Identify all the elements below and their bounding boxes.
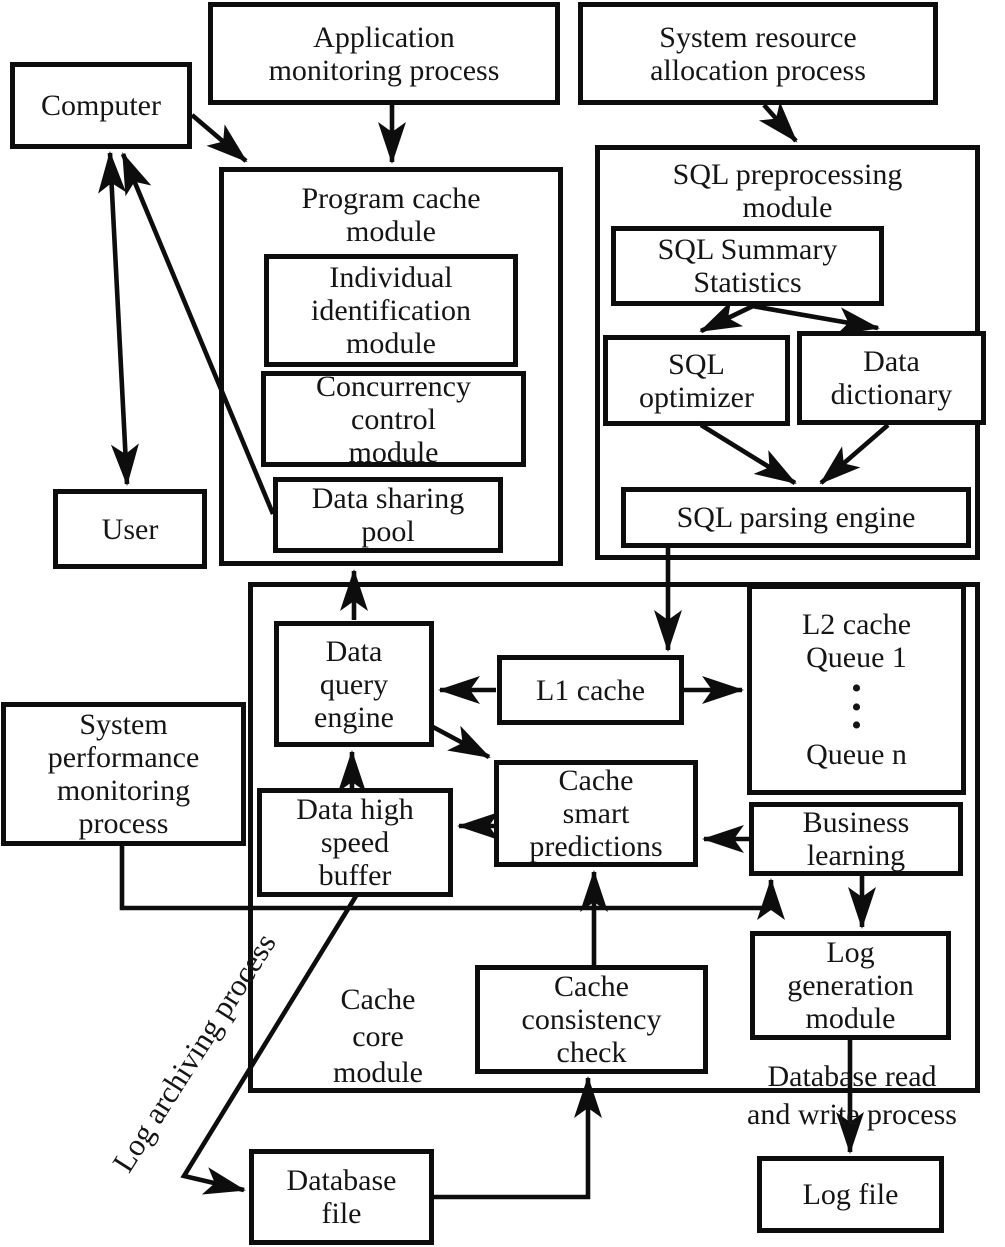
cache-core-module-label: Cache core module — [333, 983, 423, 1090]
node-l2-cache-queues: L2 cache Queue 1 • • • Queue n — [747, 584, 966, 795]
node-data-high-speed-buffer: Data high speed buffer — [257, 788, 453, 897]
node-user: User — [53, 489, 207, 569]
node-sql-optimizer: SQL optimizer — [603, 335, 790, 426]
arrow-sys-resource-to-sql-preprocessing — [758, 101, 798, 143]
arrow-database-file-to-cache-consistency — [433, 1076, 602, 1200]
arrow-computer-to-program-cache — [190, 113, 248, 163]
node-sql-summary-statistics: SQL Summary Statistics — [611, 226, 884, 306]
l2-cache-ellipsis: • • • — [851, 672, 862, 743]
node-database-file: Database file — [249, 1149, 434, 1245]
database-read-write-process-label: Database read and write process — [747, 1060, 957, 1131]
node-l1-cache: L1 cache — [497, 655, 684, 725]
node-log-generation-module: Log generation module — [750, 931, 951, 1040]
node-sql-parsing-engine: SQL parsing engine — [621, 487, 971, 548]
l2-cache-queue-bottom: Queue n — [806, 737, 907, 771]
node-concurrency-control-module: Concurrency control module — [261, 370, 526, 469]
node-data-sharing-pool: Data sharing pool — [273, 477, 503, 553]
node-system-resource-allocation-process: System resource allocation process — [578, 2, 938, 105]
arrow-computer-user-bidirectional — [98, 151, 139, 486]
node-cache-consistency-check: Cache consistency check — [475, 965, 708, 1074]
l2-cache-queue-top: L2 cache Queue 1 — [801, 608, 912, 675]
node-cache-smart-predictions: Cache smart predictions — [494, 760, 698, 867]
program-cache-module-title: Program cache module — [301, 182, 481, 248]
node-log-file: Log file — [757, 1156, 944, 1233]
node-application-monitoring-process: Application monitoring process — [208, 2, 560, 105]
node-computer: Computer — [10, 62, 192, 149]
node-individual-identification-module: Individual identification module — [264, 254, 518, 367]
node-data-dictionary: Data dictionary — [797, 331, 986, 425]
node-system-performance-monitoring-process: System performance monitoring process — [1, 702, 246, 846]
sql-preprocessing-module-title: SQL preprocessing module — [672, 158, 903, 224]
node-data-query-engine: Data query engine — [274, 621, 434, 747]
node-business-learning: Business learning — [749, 802, 963, 876]
